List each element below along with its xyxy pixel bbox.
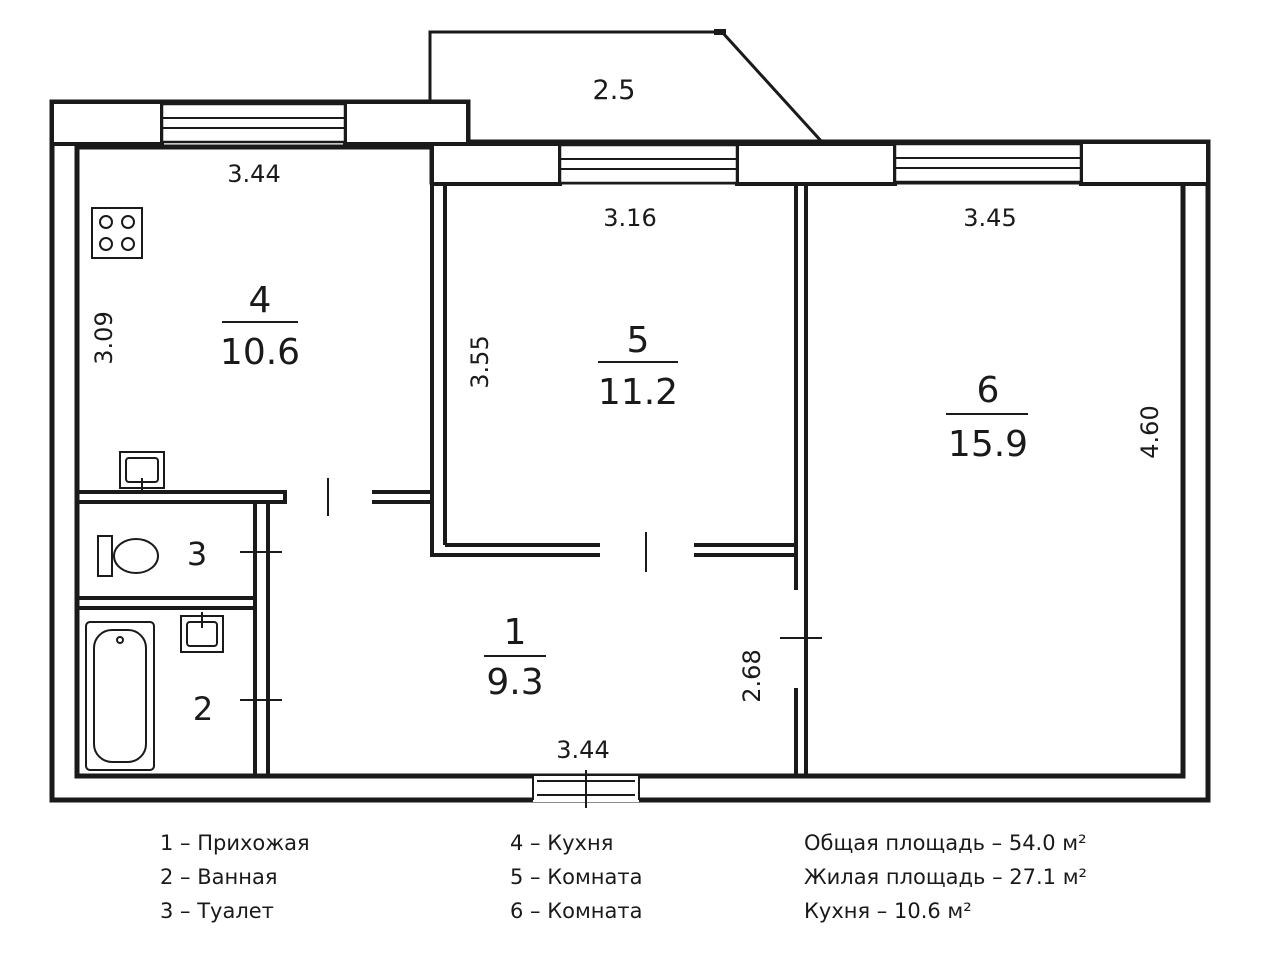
window-room6 <box>893 142 1083 184</box>
legend-item: 1 – Прихожая <box>160 831 310 855</box>
room-1-number: 1 <box>504 612 527 653</box>
window-kitchen <box>160 102 347 144</box>
dim-room6-top: 3.45 <box>963 204 1016 232</box>
legend-total-area: Общая площадь – 54.0 м² <box>804 831 1087 855</box>
room-6-area: 15.9 <box>948 424 1028 465</box>
toilet-icon <box>97 535 159 577</box>
balcony-outline <box>428 30 824 144</box>
stove-icon <box>91 207 143 259</box>
room-1-area: 9.3 <box>486 662 543 703</box>
legend-item: 2 – Ванная <box>160 865 278 889</box>
legend-areas: Общая площадь – 54.0 м² Жилая площадь – … <box>804 826 1087 928</box>
entrance-door <box>532 770 640 808</box>
room-3-number: 3 <box>187 535 207 573</box>
floor-plan: 4 10.6 5 11.2 6 15.9 1 9.3 3 2 2.5 3.44 … <box>49 29 1211 808</box>
room-6-number: 6 <box>977 370 1000 411</box>
bathtub-icon <box>85 621 155 771</box>
legend-item: 4 – Кухня <box>510 831 614 855</box>
wall-block <box>50 100 164 146</box>
legend-kitchen-area: Кухня – 10.6 м² <box>804 899 972 923</box>
legend-item: 3 – Туалет <box>160 899 274 923</box>
room-2-number: 2 <box>193 690 213 728</box>
dim-room5-side: 3.55 <box>466 335 494 388</box>
dim-hall-bottom: 3.44 <box>556 736 609 764</box>
legend-rooms-2: 4 – Кухня 5 – Комната 6 – Комната <box>510 826 643 928</box>
dim-kitchen-side: 3.09 <box>90 311 118 364</box>
legend-item: 6 – Комната <box>510 899 643 923</box>
wall-kitchen-bottom-right <box>372 490 434 504</box>
room-5-number: 5 <box>627 320 650 361</box>
wall-block <box>430 142 562 186</box>
room-4-area: 10.6 <box>220 332 300 373</box>
room-4-number: 4 <box>249 280 272 321</box>
legend-item: 5 – Комната <box>510 865 643 889</box>
wall-toilet-bath <box>77 596 257 610</box>
dim-room5-top: 3.16 <box>603 204 656 232</box>
wall-kitchen-room5 <box>430 182 600 557</box>
wall-room5-right <box>694 553 798 590</box>
wall-block <box>343 100 470 146</box>
balcony-area: 2.5 <box>593 75 636 106</box>
legend-living-area: Жилая площадь – 27.1 м² <box>804 865 1087 889</box>
wall-block <box>735 142 897 186</box>
bath-sink-icon <box>180 612 224 653</box>
kitchen-sink-icon <box>119 451 165 490</box>
dim-room6-side: 4.60 <box>1136 405 1164 458</box>
window-room5 <box>558 143 739 185</box>
room-5-area: 11.2 <box>598 372 678 413</box>
wall-kitchen-bottom <box>77 490 287 504</box>
legend-rooms-1: 1 – Прихожая 2 – Ванная 3 – Туалет <box>160 826 310 928</box>
dim-kitchen-top: 3.44 <box>227 160 280 188</box>
wall-block <box>1079 140 1210 186</box>
dim-hall-side: 2.68 <box>738 649 766 702</box>
